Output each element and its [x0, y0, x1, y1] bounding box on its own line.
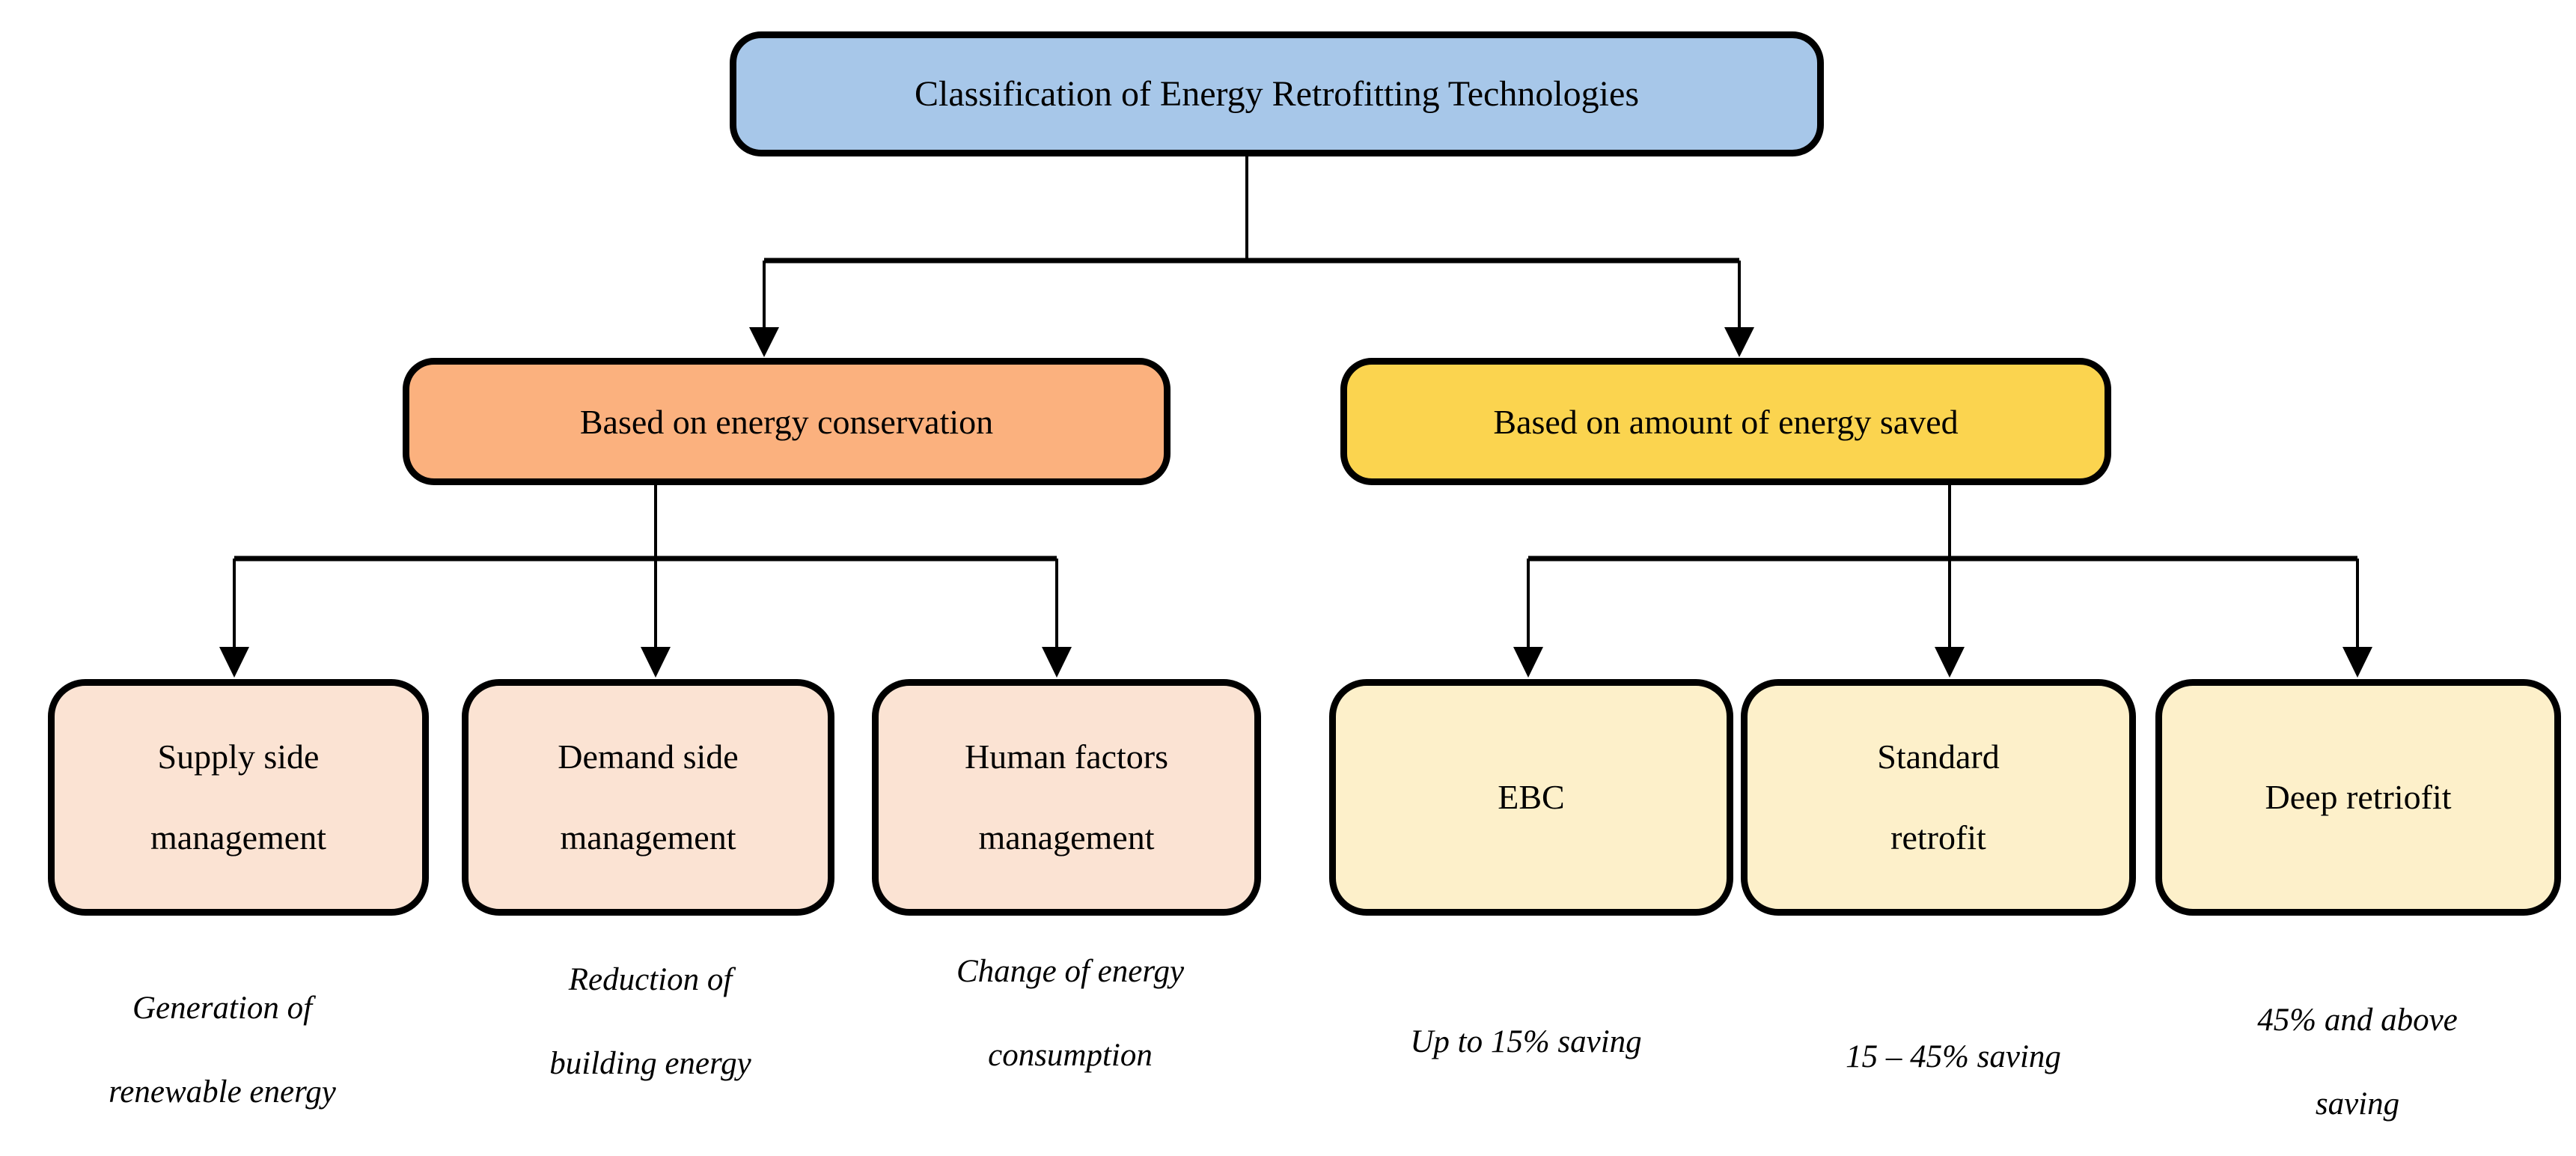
branch-node-energy-conservation: Based on energy conservation	[403, 358, 1171, 485]
child-node-supply-side-management: Supply side management	[48, 679, 429, 916]
caption-reduction-building-energy: Reduction of building energy	[549, 962, 751, 1081]
child-node-ebc: EBC	[1329, 679, 1733, 916]
root-node-classification-title: Classification of Energy Retrofitting Te…	[730, 31, 1824, 156]
caption-change-energy-consumption: Change of energy consumption	[956, 954, 1185, 1073]
caption-45-percent-above-saving: 45% and above saving	[2257, 1003, 2458, 1122]
caption-15-45-percent-saving: 15 – 45% saving	[1846, 1039, 2061, 1074]
child-node-standard-retrofit: Standard retrofit	[1741, 679, 2136, 916]
caption-generation-renewable-energy: Generation of renewable energy	[109, 991, 336, 1110]
branch-node-amount-energy-saved: Based on amount of energy saved	[1340, 358, 2111, 485]
child-node-deep-retrofit: Deep retriofit	[2155, 679, 2561, 916]
caption-up-to-15-percent-saving: Up to 15% saving	[1410, 1024, 1642, 1059]
child-node-human-factors-management: Human factors management	[872, 679, 1261, 916]
child-node-demand-side-management: Demand side management	[462, 679, 834, 916]
